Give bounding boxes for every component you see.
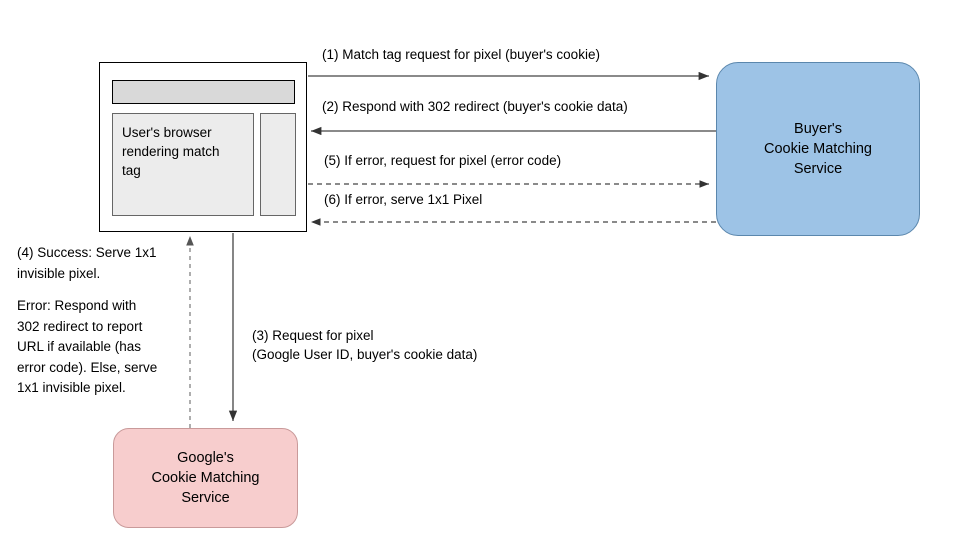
buyer-cookie-matching-service-node[interactable]: Buyer's Cookie Matching Service [716, 62, 920, 236]
edge-label-1: (1) Match tag request for pixel (buyer's… [322, 47, 600, 62]
browser-url-bar[interactable] [112, 80, 295, 104]
edge-label-3: (3) Request for pixel (Google User ID, b… [252, 328, 478, 362]
edge-label-5: (5) If error, request for pixel (error c… [324, 153, 562, 168]
google-cookie-matching-service-node[interactable]: Google's Cookie Matching Service [113, 428, 298, 528]
edge-label-2: (2) Respond with 302 redirect (buyer's c… [322, 99, 628, 114]
google-service-label: Google's Cookie Matching Service [151, 450, 260, 506]
browser-viewport-label: User's browser rendering match tag [122, 125, 220, 178]
edge-label-4-error: Error: Respond with 302 redirect to repo… [17, 298, 158, 395]
buyer-service-label: Buyer's Cookie Matching Service [764, 121, 872, 177]
browser-side-panel[interactable] [260, 113, 296, 216]
edge-label-4-success: (4) Success: Serve 1x1 invisible pixel. [17, 245, 157, 281]
edge-label-6: (6) If error, serve 1x1 Pixel [324, 192, 483, 207]
browser-window[interactable]: User's browser rendering match tag [99, 62, 307, 232]
browser-viewport[interactable]: User's browser rendering match tag [112, 113, 254, 216]
